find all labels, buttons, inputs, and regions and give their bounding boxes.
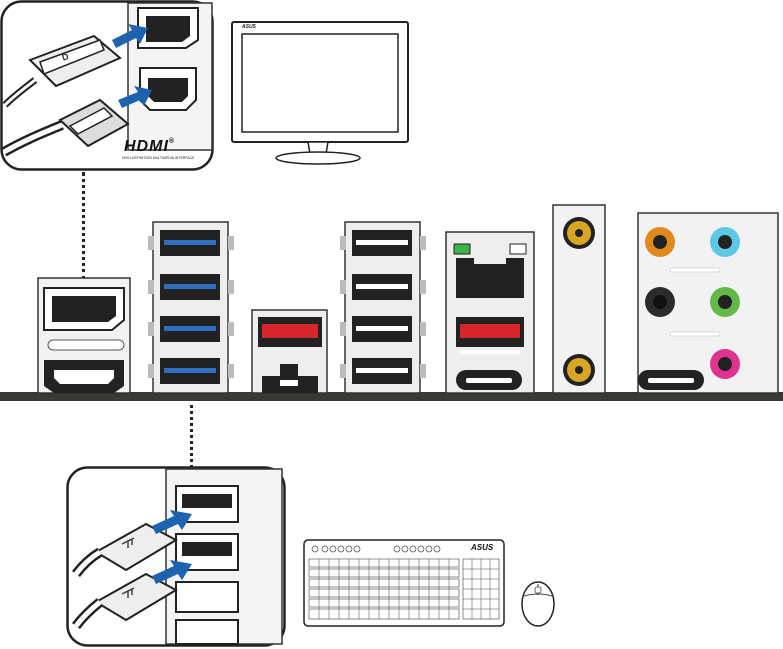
usb-connection-callout: [66, 466, 286, 648]
display-port-module: [38, 278, 130, 393]
hdmi-logo-text: HDMI: [124, 138, 169, 155]
hdmi-connection-callout: D HDMI® HIGH-DEFINITION MULTIMEDIA INTER…: [0, 0, 215, 172]
wifi-antenna-module: [553, 205, 605, 393]
hdmi-logo-mark: ®: [169, 138, 175, 145]
usb-blue-stack: [148, 222, 234, 393]
mouse-illustration: [518, 580, 558, 628]
audio-module: [638, 213, 778, 393]
hdmi-tagline: HIGH-DEFINITION MULTIMEDIA INTERFACE: [122, 156, 194, 160]
motherboard-rear-io: [0, 200, 783, 408]
keyboard-illustration: ASUS: [303, 539, 505, 627]
monitor-brand: ASUS: [242, 24, 256, 30]
usb-red-bios-module: [252, 310, 327, 393]
usb-black-stack: [340, 222, 426, 393]
hdmi-logo: HDMI®: [124, 138, 175, 156]
keyboard-brand: ASUS: [471, 543, 493, 552]
usb-callout-connector-line: [190, 398, 193, 468]
monitor-illustration: ASUS: [230, 20, 410, 170]
lan-usb-module: [446, 232, 534, 393]
